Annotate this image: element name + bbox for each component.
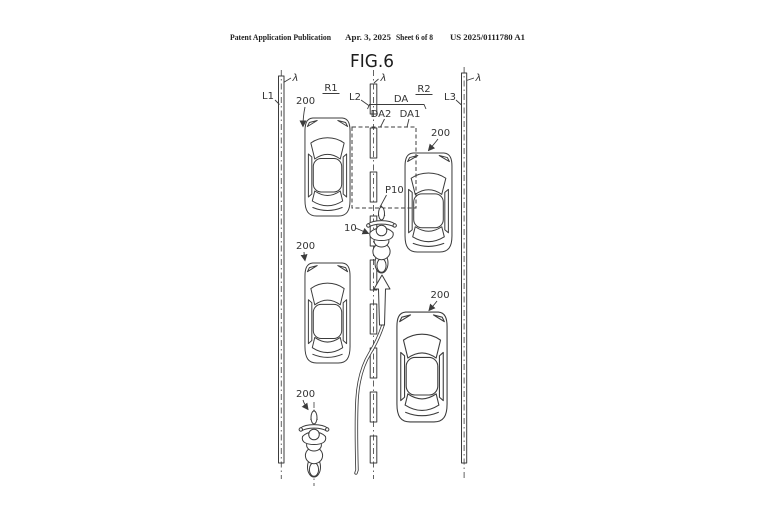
lambda-right-label: λ: [475, 73, 482, 84]
region-r2-label-group: R2: [415, 84, 433, 95]
motorcycle-bottom-arrow: [301, 399, 309, 411]
lane-l3-label: L3: [444, 92, 456, 103]
position-p10-label: P10: [385, 185, 404, 196]
ego-motorcycle-label: 10: [344, 223, 357, 234]
region-r1-label-group: R1: [322, 83, 340, 94]
detection-area-bracket: [367, 104, 427, 110]
lane-line-right: [461, 67, 468, 479]
lambda-left-leader: [283, 77, 292, 83]
vehicle-mid-left-arrow: [300, 251, 308, 262]
lambda-left-label: λ: [292, 73, 299, 84]
detection-area2-leader: [380, 118, 385, 128]
header-patent-number: US 2025/0111780 A1: [450, 33, 525, 42]
vehicle-top-right-label: 200: [431, 128, 450, 139]
region-r2-label: R2: [417, 84, 430, 95]
direction-up-arrow: [373, 274, 391, 326]
vehicle-top-left-label: 200: [296, 96, 315, 107]
header-publication: Patent Application Publication: [230, 33, 332, 42]
car-top-right: [404, 152, 453, 253]
vehicle-top-right-arrow: [427, 138, 439, 152]
lane-l1-leader: [274, 99, 280, 105]
vehicle-mid-right-label: 200: [431, 290, 450, 301]
motorcycle-bottom-label: 200: [296, 389, 315, 400]
other-motorcycle-bottom: [298, 409, 330, 478]
detection-area1-label: DA1: [400, 109, 421, 120]
lambda-center-leader: [373, 78, 379, 84]
lane-l3-leader: [455, 99, 462, 106]
car-mid-right: [396, 311, 448, 423]
header-date: Apr. 3, 2025: [345, 33, 391, 42]
vehicle-mid-right-arrow: [428, 300, 438, 312]
vehicle-mid-left-label: 200: [296, 241, 315, 252]
car-mid-left: [304, 262, 351, 364]
detection-area-label: DA: [394, 94, 409, 105]
header-sheet: Sheet 6 of 8: [396, 33, 433, 42]
region-r1-label: R1: [324, 83, 337, 94]
position-p10-leader: [379, 194, 387, 208]
lambda-center-label: λ: [380, 73, 387, 84]
detection-area2-label: DA2: [371, 109, 392, 120]
lane-l2-leader: [360, 99, 370, 107]
lambda-right-leader: [466, 77, 475, 81]
ego-motorcycle-arrow: [355, 227, 370, 235]
vehicle-top-left-arrow: [299, 106, 307, 128]
car-top-left: [304, 117, 351, 217]
lane-l1-label: L1: [262, 91, 274, 102]
figure-title: FIG.6: [350, 52, 394, 72]
lane-line-center-dashed: [369, 70, 378, 479]
detection-area1-leader: [406, 118, 410, 128]
lane-l2-label: L2: [349, 92, 361, 103]
lane-line-left: [278, 70, 285, 479]
detection-area-box: [351, 126, 417, 209]
trajectory-path: [354, 323, 385, 475]
